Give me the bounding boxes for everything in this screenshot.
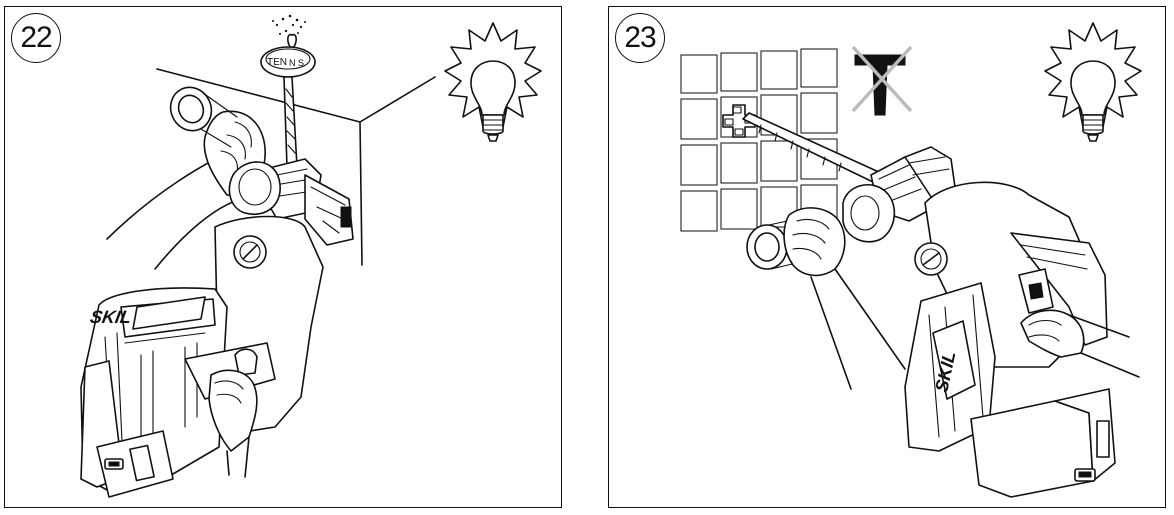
- step-number-badge: 23: [615, 13, 665, 63]
- drill-bit: [283, 76, 298, 168]
- step-23-illustration: SKIL: [680, 22, 1142, 498]
- brand-logo: SKIL: [89, 307, 133, 327]
- step-23-panel: SKIL 23: [608, 6, 1166, 508]
- step-22-panel: TEN N S: [4, 6, 562, 508]
- lightbulb-icon: [1044, 22, 1142, 142]
- hammer-drill: SKIL: [842, 146, 1116, 498]
- crossed-out-hammer-icon: [851, 45, 913, 116]
- side-handle: [169, 86, 238, 148]
- tile-grid: [680, 48, 838, 232]
- magnet-label: TEN: [267, 57, 287, 68]
- room-corner-lines: [156, 68, 436, 266]
- magnet-poles: N S: [289, 58, 304, 68]
- step-22-illustration: TEN N S: [80, 14, 542, 498]
- magnetic-dust-collector-icon: TEN N S: [260, 33, 316, 78]
- left-arm: [783, 207, 906, 390]
- right-hand: [208, 369, 258, 478]
- lightbulb-icon: [444, 22, 542, 142]
- dust-particles: [272, 14, 306, 35]
- step-number-badge: 22: [11, 13, 61, 63]
- right-hand: [1020, 309, 1140, 378]
